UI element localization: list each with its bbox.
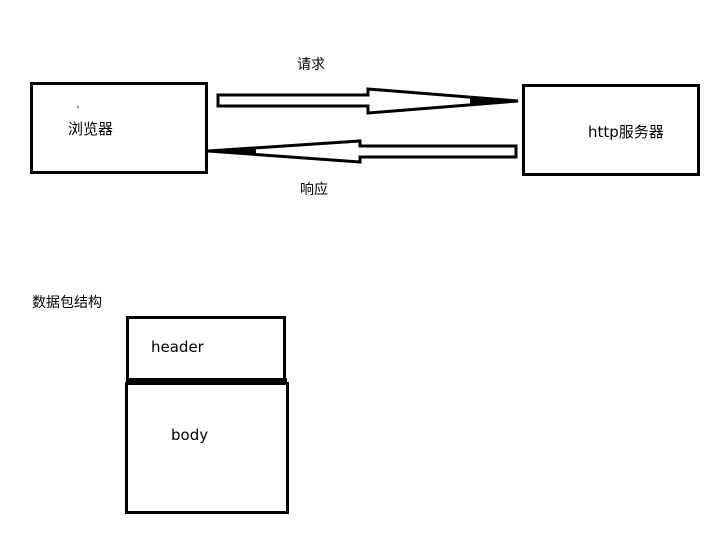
packet-body-box bbox=[125, 382, 289, 514]
browser-label: 浏览器 bbox=[68, 120, 114, 138]
browser-box bbox=[30, 82, 208, 174]
request-arrow bbox=[216, 87, 519, 115]
response-label: 响应 bbox=[300, 182, 328, 198]
packet-header-label: header bbox=[151, 338, 204, 356]
stray-dot bbox=[77, 106, 79, 108]
server-label: http服务器 bbox=[588, 123, 664, 141]
request-arrow-tip bbox=[470, 97, 518, 105]
server-box bbox=[522, 84, 700, 176]
packet-separator bbox=[126, 378, 287, 384]
packet-structure-title: 数据包结构 bbox=[32, 295, 102, 311]
response-arrow bbox=[207, 139, 518, 164]
packet-body-label: body bbox=[171, 426, 209, 444]
response-arrow-tip bbox=[208, 147, 256, 155]
request-label: 请求 bbox=[297, 57, 325, 73]
